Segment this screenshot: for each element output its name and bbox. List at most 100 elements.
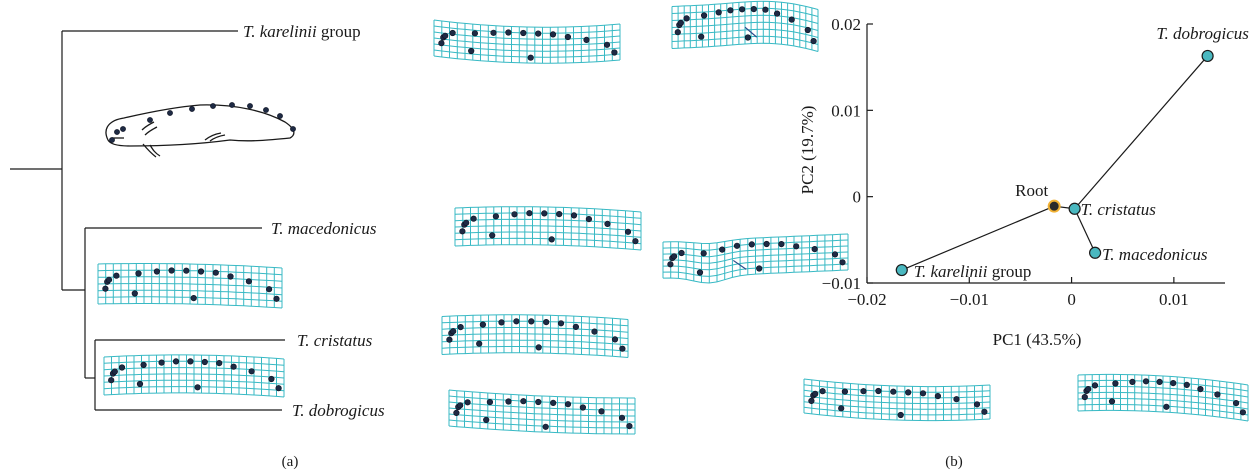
landmark-dot (762, 6, 769, 13)
newt-landmark-dot (229, 102, 235, 108)
y-tick-label: 0.01 (831, 101, 861, 120)
landmark-dot (543, 319, 550, 326)
grid-dobrogicus-1 (448, 389, 636, 435)
landmark-dot (674, 29, 681, 36)
panel-a-label: (a) (282, 454, 299, 470)
grid-line (433, 19, 621, 28)
grid-macedonicus-2 (662, 233, 849, 284)
landmark-dot (459, 228, 466, 235)
landmark-dot (197, 268, 205, 275)
point-label-karelinii: T. karelinii group (914, 262, 1032, 281)
landmark-dot (838, 405, 845, 412)
landmark-dot (778, 241, 785, 248)
landmark-dot (190, 295, 197, 302)
landmark-dot (535, 344, 542, 351)
landmark-dot (1129, 378, 1136, 386)
grid-line (441, 352, 629, 358)
landmark-dot (273, 295, 280, 302)
landmark-dot (1081, 394, 1088, 401)
landmark-dot (611, 49, 618, 56)
landmark-dot (542, 423, 549, 430)
newt-landmarks (109, 102, 296, 143)
landmark-dot (698, 33, 705, 40)
edge-root-karelinii (901, 205, 1055, 271)
landmark-dot (831, 251, 839, 258)
landmark-dot (572, 323, 580, 331)
newt-landmark-dot (210, 103, 216, 109)
landmark-dot (471, 30, 479, 37)
landmark-dot (183, 267, 190, 274)
landmark-dot (719, 246, 726, 253)
landmark-dot (511, 211, 518, 218)
landmark-dot (1085, 386, 1092, 393)
newt-landmark-dot (189, 106, 195, 112)
landmark-dot (505, 398, 512, 405)
chart-edges (901, 55, 1209, 271)
landmark-dot (468, 47, 475, 55)
point-label-cristatus: T. cristatus (1081, 200, 1157, 219)
landmark-dot (750, 6, 757, 13)
landmark-dot (564, 33, 572, 41)
landmark-dot (446, 336, 453, 343)
landmark-dot (1163, 403, 1170, 410)
taxon-label-macedonicus: T. macedonicus (271, 219, 377, 238)
landmark-dot (557, 320, 565, 327)
landmark-dot (696, 269, 704, 276)
landmark-dot (453, 409, 460, 417)
landmark-dot (550, 399, 557, 407)
landmark-dot (549, 31, 557, 38)
landmark-dot (450, 328, 457, 335)
landmark-dot (136, 380, 144, 388)
landmark-dot (248, 368, 255, 375)
grid-pc1-neg (803, 378, 991, 422)
point-label-root: Root (1015, 181, 1048, 200)
landmark-dot (216, 360, 223, 367)
landmark-dot (890, 388, 897, 395)
landmark-dot (619, 345, 626, 352)
newt-landmark-dot (277, 113, 283, 119)
grid-karelinii-1 (433, 19, 621, 64)
landmark-dot (527, 54, 534, 61)
landmark-dot (618, 414, 626, 421)
landmark-dot (168, 267, 175, 274)
grid-inner-1 (97, 263, 283, 309)
landmark-dot (438, 40, 445, 47)
landmark-dot (111, 368, 118, 375)
landmark-dot (1108, 398, 1116, 405)
taxon-label-dobrogicus: T. dobrogicus (292, 401, 385, 420)
newt-landmark-dot (167, 110, 173, 116)
grid-line (454, 244, 642, 251)
edge-cristatus-dobrogicus (1074, 55, 1209, 210)
landmark-dot (457, 324, 464, 331)
landmark-dot (275, 385, 282, 392)
newt-landmark-dot (120, 126, 126, 132)
point-root (1047, 199, 1061, 213)
landmark-dot (442, 32, 449, 39)
landmark-dot (934, 393, 942, 400)
grid-karelinii-2 (671, 0, 819, 52)
landmark-dot (556, 211, 563, 218)
landmark-dot (564, 401, 572, 408)
landmark-dot (505, 29, 512, 36)
x-axis-label: PC1 (43.5%) (993, 330, 1082, 349)
landmark-dot (953, 396, 960, 403)
landmark-dot (875, 387, 882, 395)
landmark-dot (1197, 386, 1204, 393)
grid-pc1-pos (1077, 373, 1249, 422)
landmark-dot (535, 398, 542, 406)
y-axis-label: PC2 (19.7%) (798, 106, 817, 195)
landmark-dot (108, 377, 115, 384)
landmark-dot (1183, 381, 1190, 389)
landmark-dot (268, 375, 275, 383)
landmark-dot (667, 261, 674, 268)
landmark-dot (212, 269, 219, 276)
landmark-dot (733, 242, 741, 249)
landmark-dot (1156, 378, 1163, 386)
landmark-dot (683, 15, 690, 22)
landmark-dot (727, 7, 734, 14)
landmark-dot (611, 336, 619, 343)
